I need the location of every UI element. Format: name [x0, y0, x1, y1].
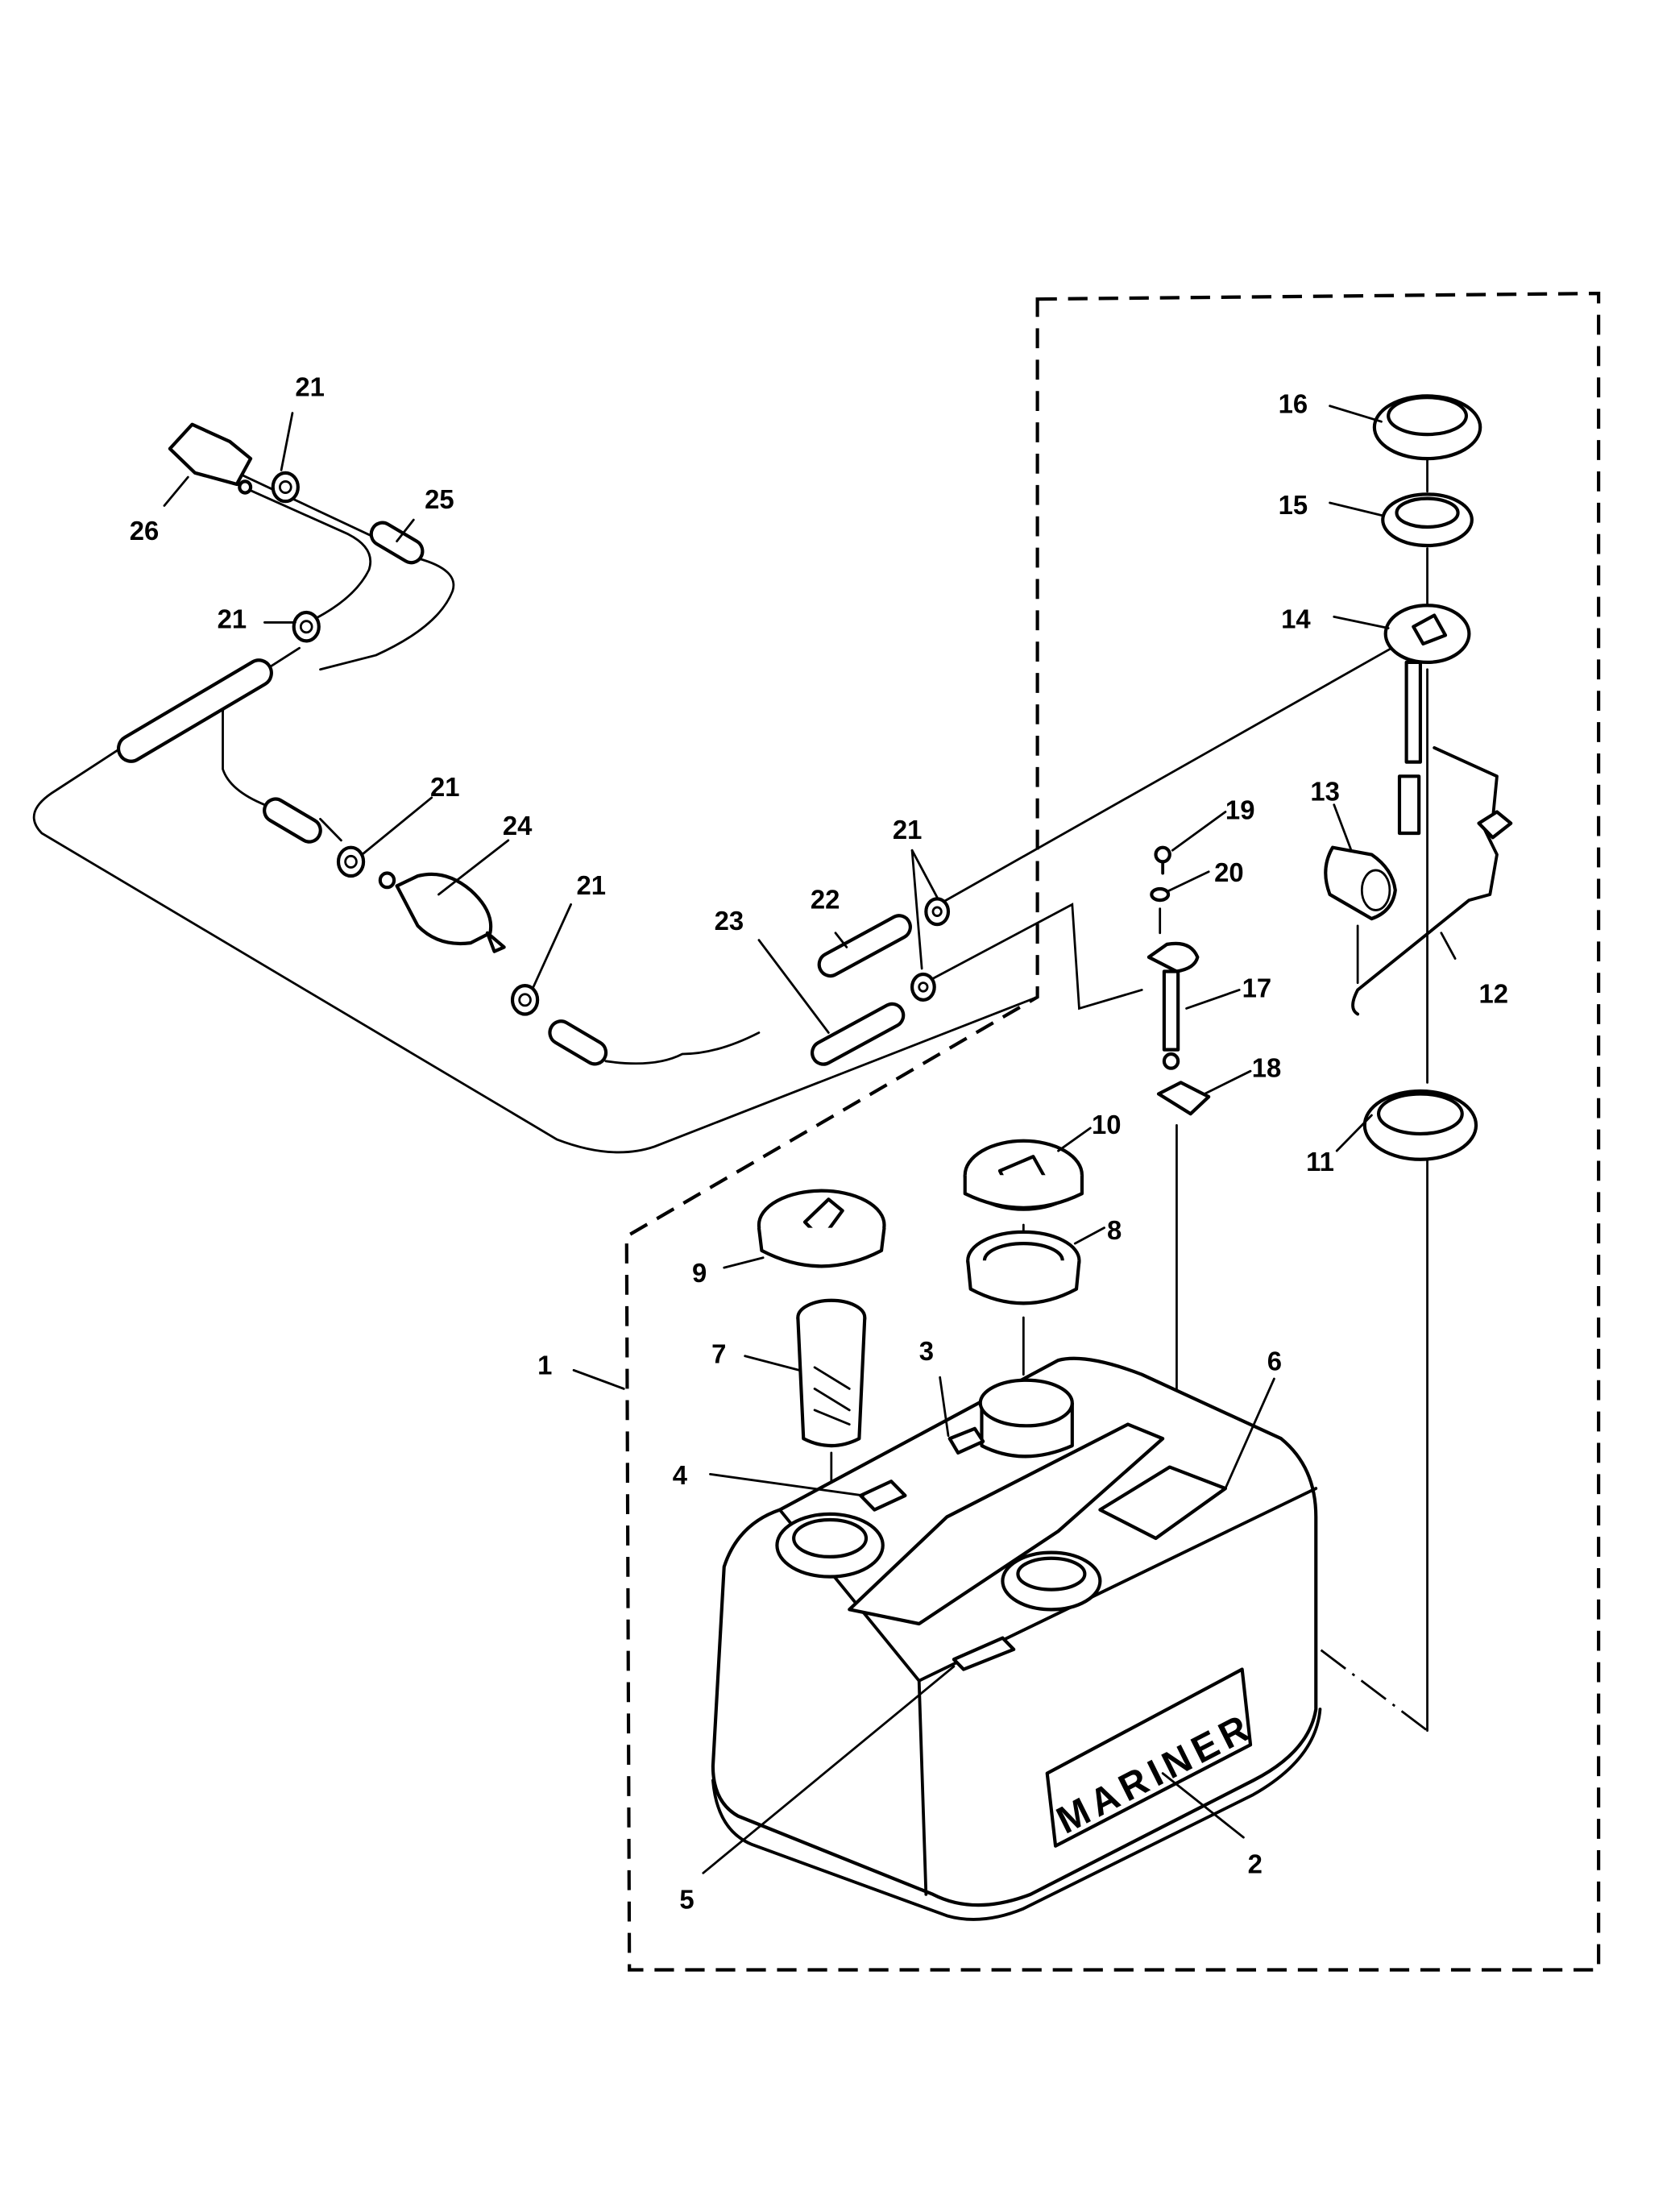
callout-1: 1 — [537, 1351, 552, 1380]
callout-10: 10 — [1092, 1110, 1122, 1140]
hose-segment — [263, 797, 322, 844]
gasket-18 — [1156, 1081, 1211, 1116]
hose-22 — [817, 914, 912, 978]
callout-14: 14 — [1281, 604, 1311, 634]
callout-21: 21 — [577, 871, 607, 901]
leader-lines — [163, 405, 1457, 1874]
washer-20 — [1150, 886, 1171, 903]
hose-23 — [811, 1002, 906, 1066]
callout-25: 25 — [425, 485, 454, 515]
hose-clamp — [292, 610, 321, 643]
callout-20: 20 — [1214, 858, 1244, 888]
callout-5: 5 — [679, 1885, 694, 1915]
nut-11 — [1362, 1089, 1478, 1161]
gasket-15 — [1381, 492, 1474, 548]
callout-16: 16 — [1279, 389, 1308, 419]
hose-segment — [117, 658, 273, 763]
callout-24: 24 — [503, 811, 533, 840]
primer-bulb-24 — [378, 871, 506, 953]
hose-clamp — [910, 972, 936, 1002]
callout-7: 7 — [711, 1339, 726, 1369]
callout-23: 23 — [715, 907, 744, 936]
hose-clamp — [336, 845, 366, 878]
callout-11: 11 — [1306, 1148, 1334, 1177]
callout-21: 21 — [295, 372, 325, 402]
callout-17: 17 — [1242, 973, 1272, 1003]
hose-clamp — [924, 897, 951, 927]
cap-10 — [963, 1139, 1084, 1211]
callout-21: 21 — [218, 604, 247, 634]
connector-26 — [168, 422, 253, 495]
callout-22: 22 — [811, 885, 840, 915]
callout-26: 26 — [130, 517, 160, 546]
hose-clamp — [271, 471, 300, 504]
hose-segment — [548, 1019, 608, 1066]
hose-segment — [369, 521, 425, 565]
adaptor-8 — [966, 1230, 1081, 1305]
callout-2: 2 — [1248, 1849, 1263, 1879]
callout-9: 9 — [692, 1258, 707, 1288]
callout-18: 18 — [1252, 1053, 1282, 1083]
gauge-14 — [1383, 604, 1471, 836]
callout-8: 8 — [1107, 1215, 1122, 1245]
filler-cap-9 — [757, 1189, 886, 1268]
callout-19: 19 — [1225, 795, 1255, 825]
callout-6: 6 — [1267, 1347, 1282, 1376]
filter-7 — [796, 1298, 867, 1448]
callout-21: 21 — [893, 815, 923, 845]
screw-19 — [1154, 845, 1171, 875]
cover-16 — [1372, 394, 1482, 461]
fuel-line-assembly — [32, 451, 1398, 1154]
fuel-tank-body — [711, 1356, 1322, 1921]
fuel-pickup-17 — [1146, 941, 1200, 1070]
callout-4: 4 — [673, 1460, 688, 1490]
float-13 — [1324, 845, 1397, 921]
callout-3: 3 — [919, 1337, 934, 1367]
hose-clamp — [510, 984, 540, 1016]
callout-15: 15 — [1279, 491, 1308, 521]
callout-13: 13 — [1310, 777, 1340, 807]
callout-12: 12 — [1478, 979, 1508, 1009]
callout-21: 21 — [430, 773, 460, 803]
